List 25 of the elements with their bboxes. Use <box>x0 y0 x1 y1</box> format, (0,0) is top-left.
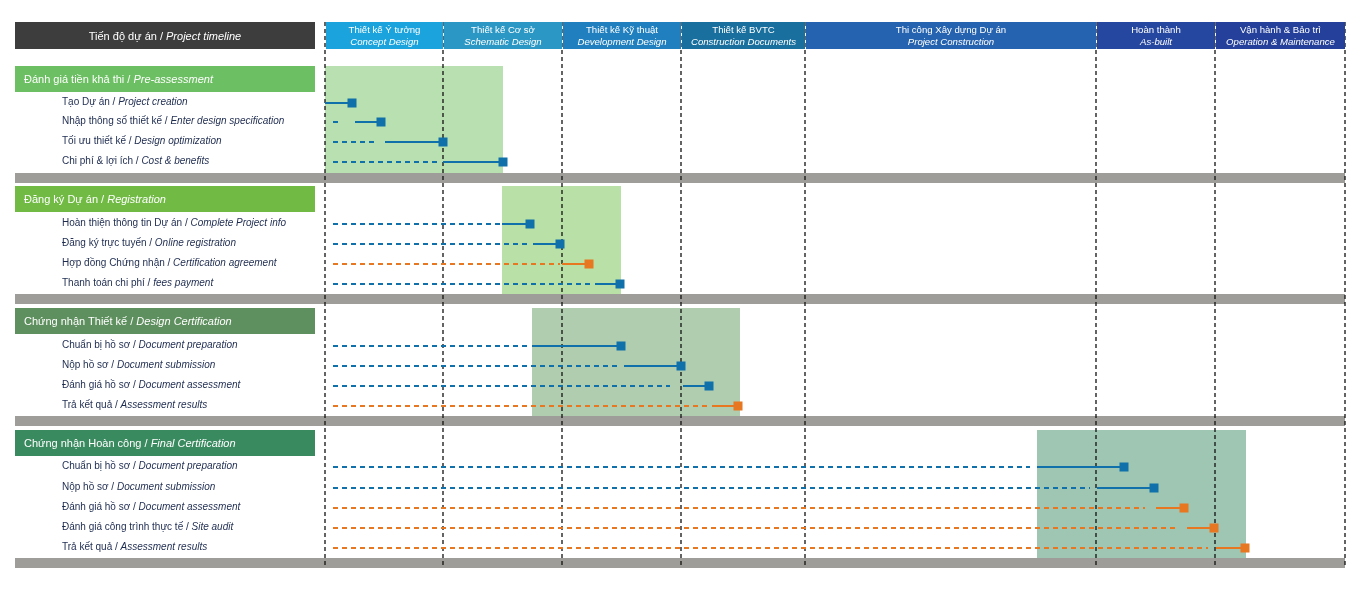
phase-header: Vận hành & Bảo trì Operation & Maintenance <box>1216 22 1345 49</box>
task-label: Nộp hồ sơ / Document submission <box>62 359 216 371</box>
section-header: Chứng nhận Hoàn công / Final Certification <box>15 430 315 456</box>
task-label: Đăng ký trực tuyến / Online registration <box>62 237 236 249</box>
phase-header: Thiết kế Kỹ thuật Development Design <box>563 22 681 49</box>
timeline-header: Tiến độ dự án / Project timeline <box>15 22 315 49</box>
phase-header: Hoàn thành As-built <box>1097 22 1215 49</box>
task-label: Trả kết quả / Assessment results <box>62 541 208 553</box>
task-label: Thanh toán chi phí / fees payment <box>62 277 214 289</box>
section-header: Chứng nhận Thiết kế / Design Certification <box>15 308 315 334</box>
section-header: Đánh giá tiền khả thi / Pre-assessment <box>15 66 315 92</box>
task-label: Trả kết quả / Assessment results <box>62 399 208 411</box>
task-label: Đánh giá hồ sơ / Document assessment <box>62 379 241 391</box>
task-label: Nộp hồ sơ / Document submission <box>62 481 216 493</box>
task-label: Hợp đồng Chứng nhận / Certification agreement <box>62 257 277 269</box>
section-header: Đăng ký Dự án / Registration <box>15 186 315 212</box>
task-label: Chi phí & lợi ích / Cost & benefits <box>62 155 210 167</box>
task-label: Đánh giá công trình thực tế / Site audit <box>62 521 234 533</box>
phase-header: Thi công Xây dựng Dự án Project Construction <box>806 22 1096 49</box>
task-label: Nhập thông số thiết kế / Enter design specification <box>62 115 285 127</box>
phase-header: Thiết kế BVTC Construction Documents <box>682 22 805 49</box>
phase-header: Thiết kế Cơ sở Schematic Design <box>444 22 562 49</box>
task-label: Tối ưu thiết kế / Design optimization <box>62 135 222 147</box>
task-label: Đánh giá hồ sơ / Document assessment <box>62 501 241 513</box>
phase-header: Thiết kế Ý tưởng Concept Design <box>326 22 443 49</box>
